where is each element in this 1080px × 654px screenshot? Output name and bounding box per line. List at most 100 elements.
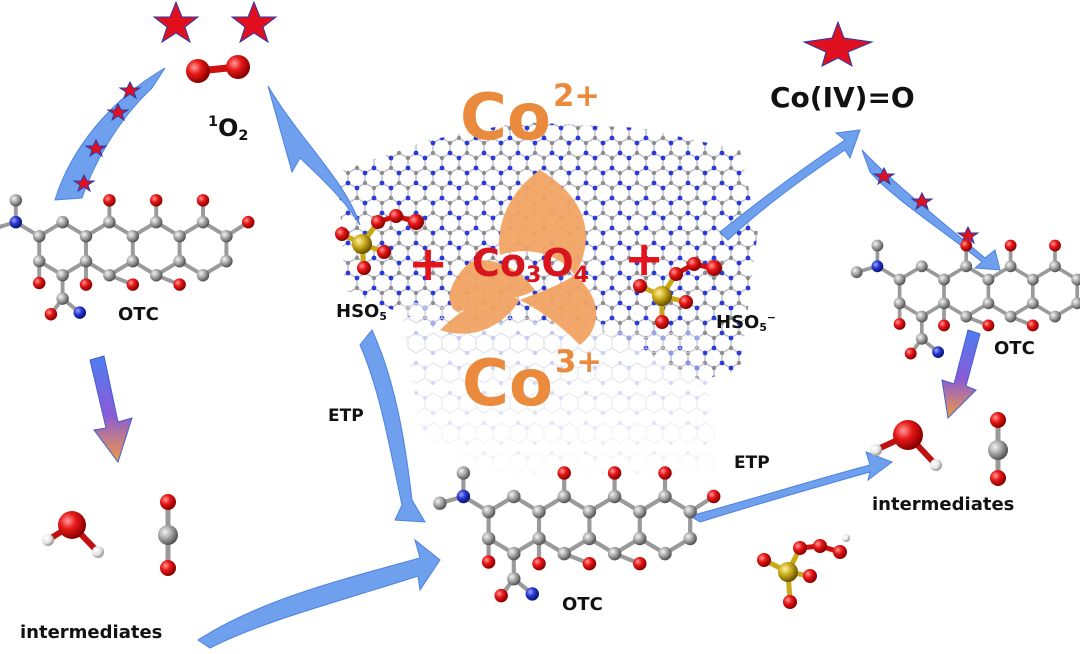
hso5-right-charge: − (766, 310, 776, 324)
co3-symbol: Co (462, 347, 553, 421)
carbon-atom (507, 546, 521, 561)
co2-molecule-left (158, 494, 178, 576)
carbon-atom (557, 546, 571, 561)
oxygen-atom (707, 489, 721, 504)
carbon-atom (633, 504, 647, 519)
carbon-atom (893, 273, 906, 286)
carbon-atom (938, 297, 950, 310)
carbon-atom (982, 273, 995, 286)
nitrogen-atom (932, 346, 944, 359)
oxygen-atom (960, 239, 973, 252)
carbon-atom (1026, 273, 1039, 286)
carbon-atom (850, 266, 863, 279)
otc-label-center: OTC (562, 594, 603, 615)
carbon-atom (633, 531, 647, 546)
co3o4-sub3: 3 (526, 262, 542, 288)
oxygen-atom (893, 318, 906, 330)
carbon-atom (607, 546, 622, 561)
carbon-atom (507, 489, 521, 504)
carbon-atom (149, 268, 163, 282)
carbon-atom (1071, 297, 1080, 310)
carbon-atom (1004, 260, 1017, 273)
carbon-atom (658, 489, 672, 504)
carbon-atom (220, 254, 233, 268)
singlet-oxygen-superscript: 1 (208, 113, 219, 130)
oxygen-atom (1049, 239, 1061, 252)
otc-label-left: OTC (118, 304, 159, 325)
oxygen-atom (532, 556, 546, 571)
carbon-atom (582, 531, 597, 546)
oxygen-atom (982, 319, 995, 332)
oxygen-atom (938, 319, 950, 332)
oxygen-atom (904, 347, 917, 360)
carbon-atom (938, 273, 950, 286)
carbon-atom (79, 254, 93, 268)
arrow-down-left-icon (89, 355, 133, 464)
carbon-atom (1004, 310, 1017, 323)
carbon-atom (532, 504, 546, 519)
singlet-oxygen-molecule (186, 55, 250, 83)
arrow-down-right-icon (941, 329, 981, 420)
co2-charge: 2+ (552, 78, 601, 115)
oxygen-atom (1026, 319, 1039, 332)
carbon-atom (1049, 260, 1061, 273)
carbon-atom (915, 310, 928, 323)
hso5-right-subscript: 5 (759, 320, 767, 334)
carbon-atom (173, 254, 186, 268)
carbon-atom (915, 332, 928, 345)
carbon-atom (507, 572, 521, 586)
co3o4-co: Co (472, 241, 526, 285)
carbon-atom (1071, 273, 1080, 286)
oxygen-atom (582, 556, 597, 571)
water-molecule-right (870, 420, 942, 471)
co-iv-oxo-label: Co(IV)=O (770, 81, 915, 114)
carbon-atom (56, 215, 69, 229)
star-icon (72, 0, 980, 245)
hso5-molecule-bottom (757, 534, 850, 609)
otc-label-right: OTC (994, 338, 1035, 359)
co3o4-particle-icon (440, 170, 597, 345)
oxygen-atom (149, 194, 163, 207)
carbon-atom (683, 531, 697, 546)
co3o4-sub4: 4 (573, 262, 589, 288)
otc-molecule-right (850, 239, 1080, 360)
carbon-atom (456, 466, 471, 480)
oxygen-atom (241, 215, 255, 229)
co3-charge: 3+ (554, 344, 603, 381)
oxygen-atom (32, 276, 46, 290)
singlet-oxygen-label: 1O2 (208, 113, 248, 142)
otc-molecule-left (0, 194, 255, 321)
oxygen-atom (196, 194, 210, 207)
etp-label-right: ETP (734, 453, 770, 473)
co3o4-o: O (541, 241, 574, 285)
oxygen-atom (658, 466, 672, 480)
carbon-atom (32, 229, 46, 243)
carbon-atom (871, 239, 884, 252)
hso5-left-text: HSO (336, 301, 380, 322)
carbon-atom (1049, 310, 1061, 323)
carbon-atom (126, 254, 140, 268)
carbon-atom (1026, 297, 1039, 310)
hso5-molecule-right (633, 257, 722, 329)
oxygen-atom (103, 194, 116, 207)
co3-plus-label: Co3+ (462, 347, 602, 416)
hso5-label-left: HSO5 (336, 301, 387, 323)
otc-molecule-center (433, 466, 721, 603)
carbon-atom (960, 260, 973, 273)
carbon-atom (433, 496, 447, 510)
oxygen-atom (173, 278, 186, 291)
carbon-atom (103, 215, 116, 229)
carbon-atom (658, 546, 672, 561)
plus-sign-left: + (408, 236, 449, 292)
co3o4-label: Co3O4 (472, 241, 589, 286)
plus-sign-right: + (624, 231, 665, 287)
hso5-label-right: HSO5− (716, 310, 776, 334)
carbon-atom (32, 254, 46, 268)
oxygen-atom (633, 556, 647, 571)
oxygen-atom (557, 466, 571, 480)
hso5-left-subscript: 5 (379, 309, 387, 323)
nitrogen-atom (9, 215, 23, 229)
oxygen-atom (607, 466, 622, 480)
carbon-atom (149, 215, 163, 229)
